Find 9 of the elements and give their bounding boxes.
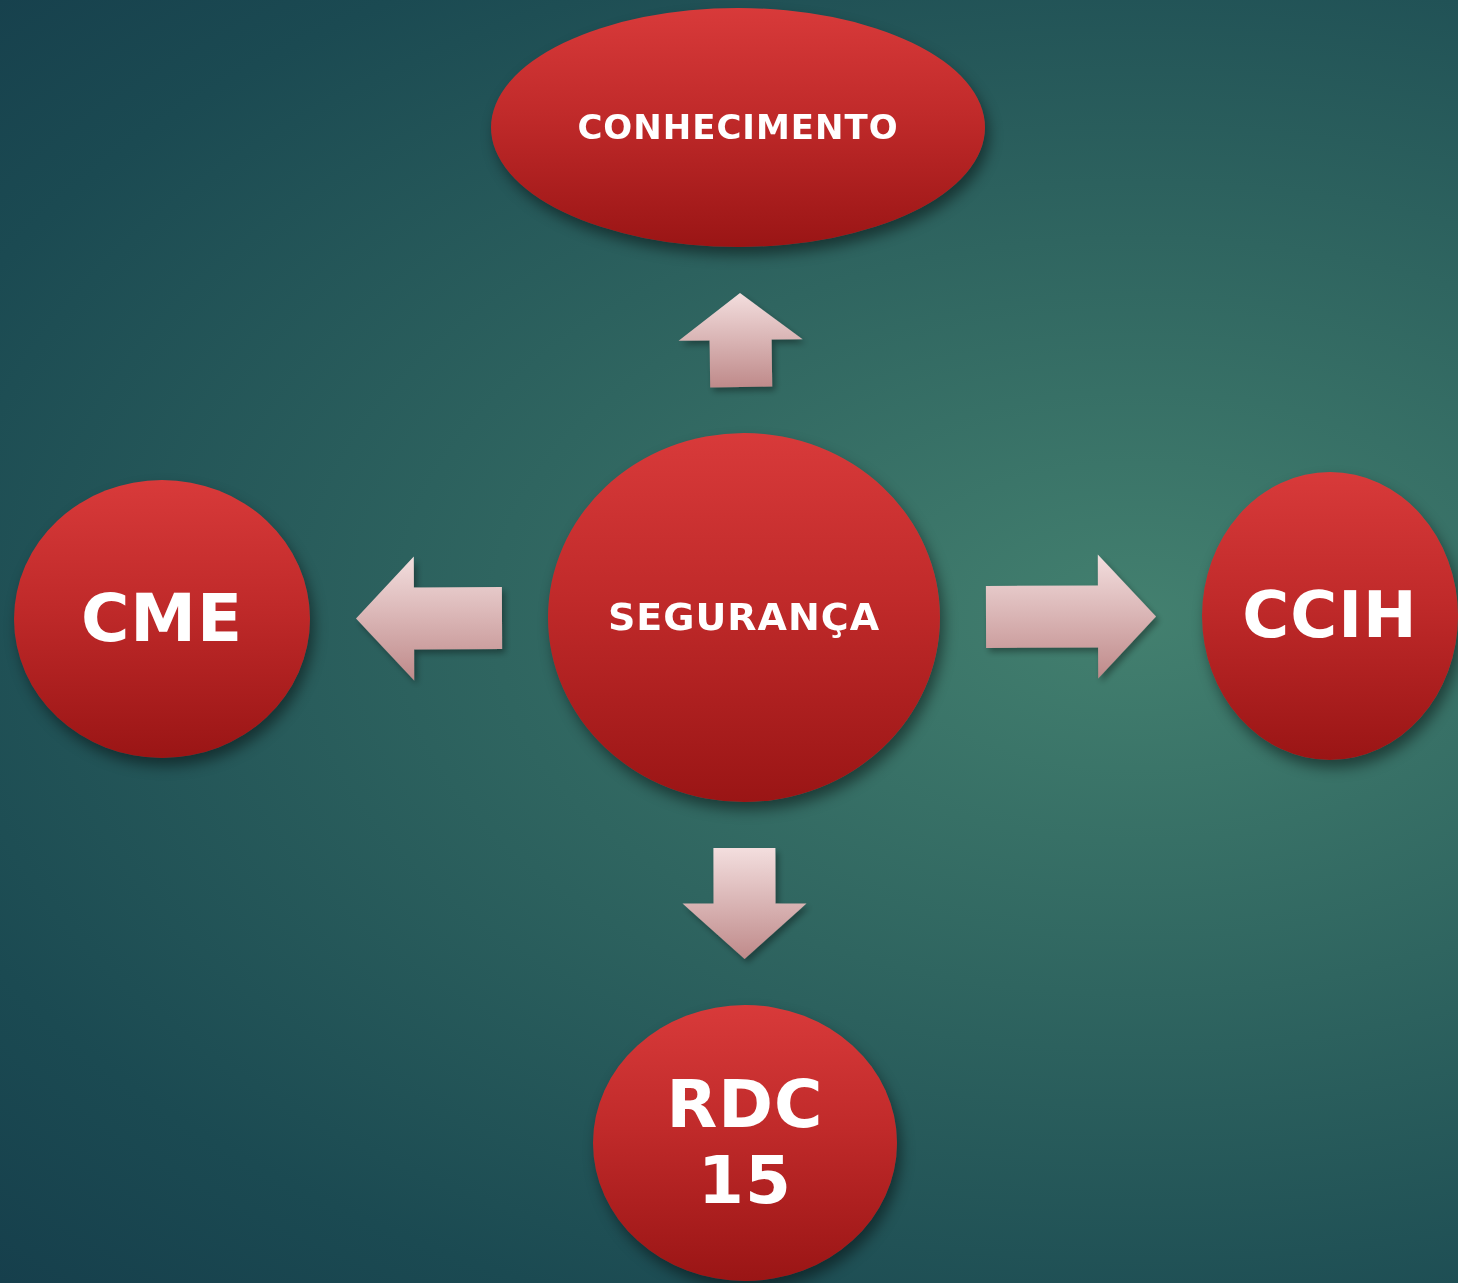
block-arrow	[356, 556, 503, 681]
node-label: SEGURANÇA	[607, 595, 881, 640]
node-label: CCIH	[1242, 579, 1418, 653]
node-label: CONHECIMENTO	[577, 107, 899, 148]
node-label: CME	[80, 581, 244, 657]
block-arrow	[985, 554, 1156, 679]
block-arrow	[682, 847, 807, 959]
node-label: RDC 15	[665, 1067, 825, 1219]
block-arrow	[678, 293, 803, 388]
